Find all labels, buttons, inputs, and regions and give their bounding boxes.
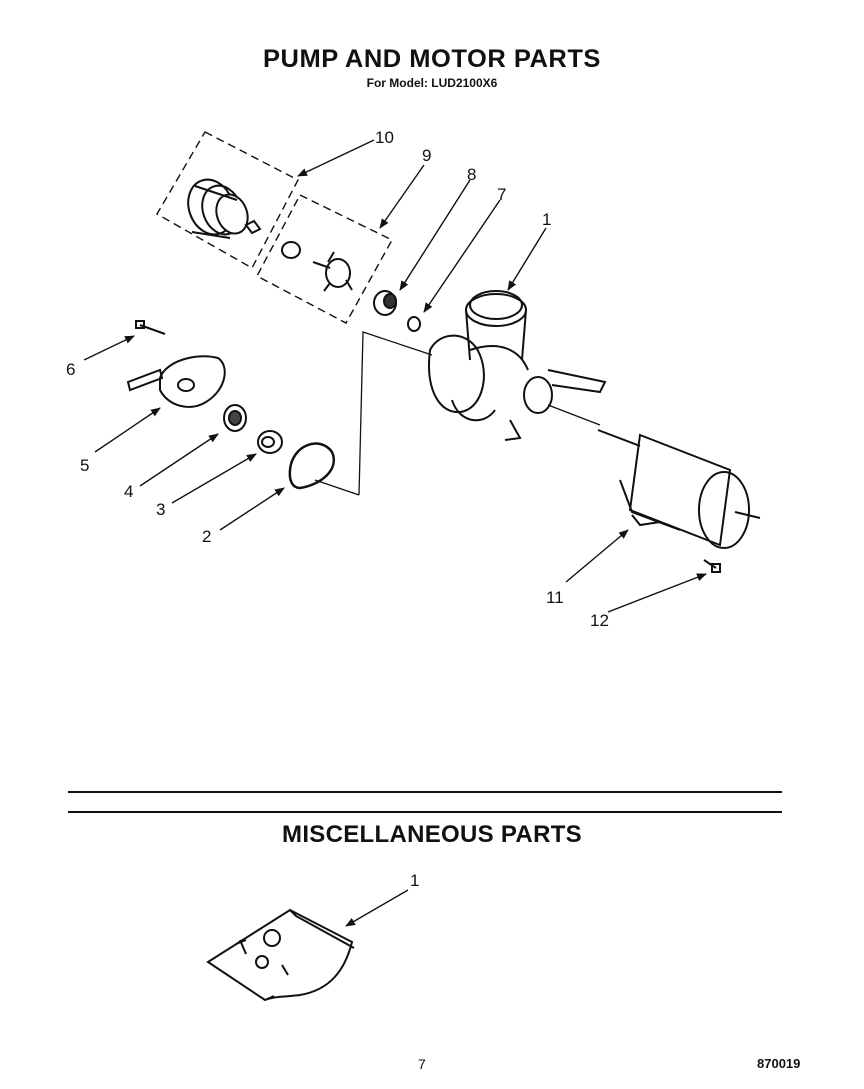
leader-arrows bbox=[83, 139, 707, 927]
callout-12: 12 bbox=[590, 611, 609, 630]
model-line: For Model: LUD2100X6 bbox=[366, 76, 498, 90]
callout-9: 9 bbox=[422, 146, 431, 165]
callout-5: 5 bbox=[80, 456, 89, 475]
callout-4: 4 bbox=[124, 482, 133, 501]
callout-1: 1 bbox=[542, 210, 551, 229]
misc-section-title: MISCELLANEOUS PARTS bbox=[282, 821, 582, 848]
seal-part-3 bbox=[257, 430, 283, 454]
page-title: PUMP AND MOTOR PARTS bbox=[263, 45, 601, 73]
callout-11: 11 bbox=[546, 588, 564, 607]
callout-7: 7 bbox=[497, 185, 506, 204]
impeller-part-9 bbox=[281, 241, 353, 292]
screw-part-12 bbox=[703, 559, 721, 573]
screw-part-6 bbox=[135, 320, 166, 335]
callout-2: 2 bbox=[202, 527, 211, 546]
group-box-9 bbox=[256, 194, 393, 324]
callout-3: 3 bbox=[156, 500, 165, 519]
group-box-10 bbox=[156, 131, 299, 269]
divider-rule-top bbox=[68, 791, 782, 793]
callout-6: 6 bbox=[66, 360, 75, 379]
callout-10: 10 bbox=[375, 128, 394, 147]
cover-part-5 bbox=[126, 355, 226, 408]
washer-part-7 bbox=[407, 316, 421, 332]
motor-part-11 bbox=[597, 429, 761, 549]
bearing-part-8 bbox=[373, 290, 397, 316]
page-number: 7 bbox=[418, 1056, 426, 1072]
misc-callout-1: 1 bbox=[410, 871, 419, 890]
assembly-guide-line bbox=[314, 331, 601, 496]
gasket-part-2 bbox=[288, 442, 335, 490]
parts-bag bbox=[206, 908, 355, 1002]
pump-housing-part-1 bbox=[428, 290, 607, 441]
gear-ring-part-4 bbox=[223, 404, 247, 432]
seal-assembly-part-10 bbox=[187, 178, 262, 239]
document-number: 870019 bbox=[757, 1056, 801, 1071]
divider-rule-bottom bbox=[68, 811, 782, 813]
callout-8: 8 bbox=[467, 165, 476, 184]
